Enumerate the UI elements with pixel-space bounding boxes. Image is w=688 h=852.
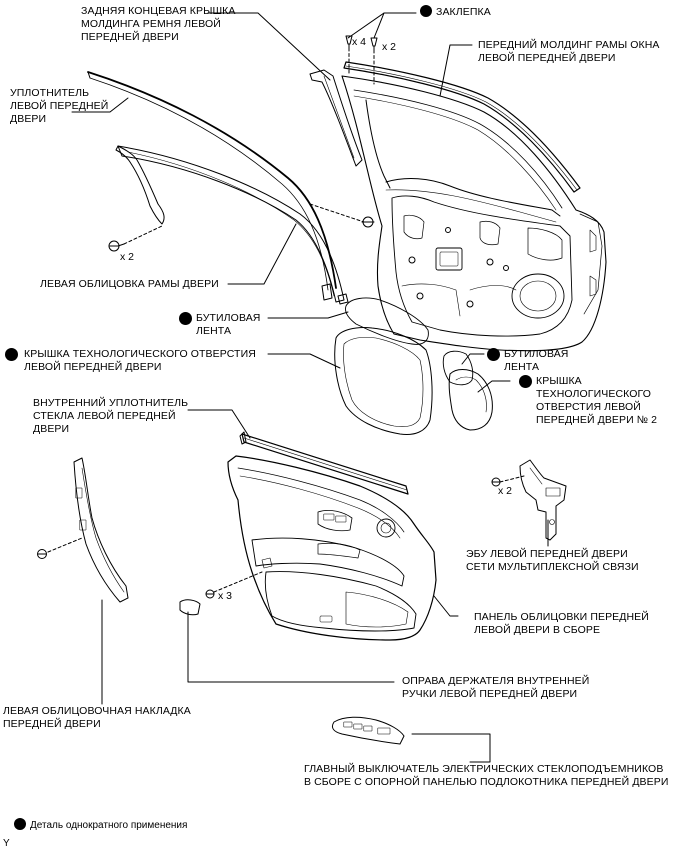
label-lower-frame: ЛЕВАЯ ОБЛИЦОВОЧНАЯ НАКЛАДКА ПЕРЕДНЕЙ ДВЕ…: [3, 705, 191, 730]
leader-rear-cover: [207, 12, 331, 81]
label-weatherstrip: УПЛОТНИТЕЛЬ ЛЕВОЙ ПЕРЕДНЕЙ ДВЕРИ: [10, 87, 109, 125]
leader-service-cover-2: [477, 380, 511, 393]
rivet-icons: [345, 35, 378, 51]
leader-trim-panel: [433, 595, 459, 617]
legend-text: Деталь однократного применения: [30, 820, 188, 831]
front-molding-part: [343, 61, 581, 193]
footer-code: Y: [3, 838, 10, 849]
service-cover-part: [334, 327, 433, 435]
rear-cover-part: [309, 69, 363, 167]
label-front-molding: ПЕРЕДНИЙ МОЛДИНГ РАМЫ ОКНА ЛЕВОЙ ПЕРЕДНЕ…: [478, 39, 660, 64]
one-time-use-dot-icon: [179, 312, 192, 325]
label-rear-cover: ЗАДНЯЯ КОНЦЕВАЯ КРЫШКА МОЛДИНГА РЕМНЯ ЛЕ…: [81, 5, 236, 43]
leader-handle-bezel: [187, 611, 395, 683]
one-time-use-dot-icon: [5, 348, 18, 361]
label-handle-bezel: ОПРАВА ДЕРЖАТЕЛЯ ВНУТРЕННЕЙ РУЧКИ ЛЕВОЙ …: [402, 675, 590, 700]
qty-rivet-a: x 4: [352, 36, 367, 48]
fastener-paths: [47, 47, 525, 593]
leader-inner-seal: [187, 409, 251, 439]
lower-frame-part: [73, 457, 129, 603]
label-inner-seal: ВНУТРЕННИЙ УПЛОТНИТЕЛЬ СТЕКЛА ЛЕВОЙ ПЕРЕ…: [33, 397, 189, 435]
label-service-cover-2: КРЫШКА ТЕХНОЛОГИЧЕСКОГО ОТВЕРСТИЯ ЛЕВОЙ …: [536, 375, 658, 426]
label-ecu: ЭБУ ЛЕВОЙ ПЕРЕДНЕЙ ДВЕРИ СЕТИ МУЛЬТИПЛЕК…: [466, 548, 639, 573]
leader-weatherstrip: [71, 97, 129, 113]
label-butyl-tape-2: БУТИЛОВАЯ ЛЕНТА: [504, 348, 569, 373]
label-frame-garnish: ЛЕВАЯ ОБЛИЦОВКА РАМЫ ДВЕРИ: [40, 278, 219, 290]
qty-rivet-b: x 2: [382, 41, 397, 53]
frame-clip-icon: [108, 240, 125, 252]
frame-garnish-part: [115, 145, 349, 305]
master-switch-part: [331, 716, 405, 745]
leader-butyl-2: [461, 353, 485, 365]
qty-trim-screw: x 3: [218, 590, 233, 602]
butyl-tape-part: [345, 297, 429, 345]
lower-frame-clip-icon: [37, 549, 47, 559]
trim-panel-part: [227, 455, 437, 641]
leader-butyl-1: [267, 311, 349, 319]
door-clip-icon: [361, 216, 375, 228]
ecu-screw-icon: [491, 477, 501, 487]
leader-frame-garnish: [227, 223, 297, 285]
service-cover-2-part: [448, 369, 493, 431]
one-time-use-dot-icon: [420, 5, 432, 17]
butyl-tape-small-part: [442, 350, 474, 386]
weatherstrip-part: [87, 71, 337, 291]
handle-bezel-part: [179, 599, 201, 616]
legend: Деталь однократного применения: [14, 818, 187, 832]
leader-front-molding: [439, 44, 473, 97]
inner-seal-part: [239, 431, 409, 495]
trim-screw-icon: [205, 589, 215, 599]
label-trim-panel: ПАНЕЛЬ ОБЛИЦОВКИ ПЕРЕДНЕЙ ЛЕВОЙ ДВЕРИ В …: [474, 611, 649, 636]
one-time-use-dot-icon: [519, 375, 532, 388]
qty-frame-clip: x 2: [120, 251, 135, 263]
label-butyl-tape-1: БУТИЛОВАЯ ЛЕНТА: [196, 312, 261, 337]
qty-ecu-screw: x 2: [498, 485, 513, 497]
leader-rivet-b: [373, 12, 385, 39]
leader-service-cover: [267, 353, 341, 369]
ecu-part: [519, 459, 567, 541]
one-time-use-dot-icon: [487, 348, 500, 361]
label-master-switch: ГЛАВНЫЙ ВЫКЛЮЧАТЕЛЬ ЭЛЕКТРИЧЕСКИХ СТЕКЛО…: [304, 763, 669, 788]
one-time-use-dot-icon: [14, 818, 26, 830]
label-rivet: ЗАКЛЕПКА: [420, 5, 491, 19]
leader-master-switch: [411, 733, 491, 763]
door-shell-part: [341, 75, 607, 352]
label-service-cover: КРЫШКА ТЕХНОЛОГИЧЕСКОГО ОТВЕРСТИЯ ЛЕВОЙ …: [24, 348, 256, 373]
leader-lines: [71, 12, 549, 763]
